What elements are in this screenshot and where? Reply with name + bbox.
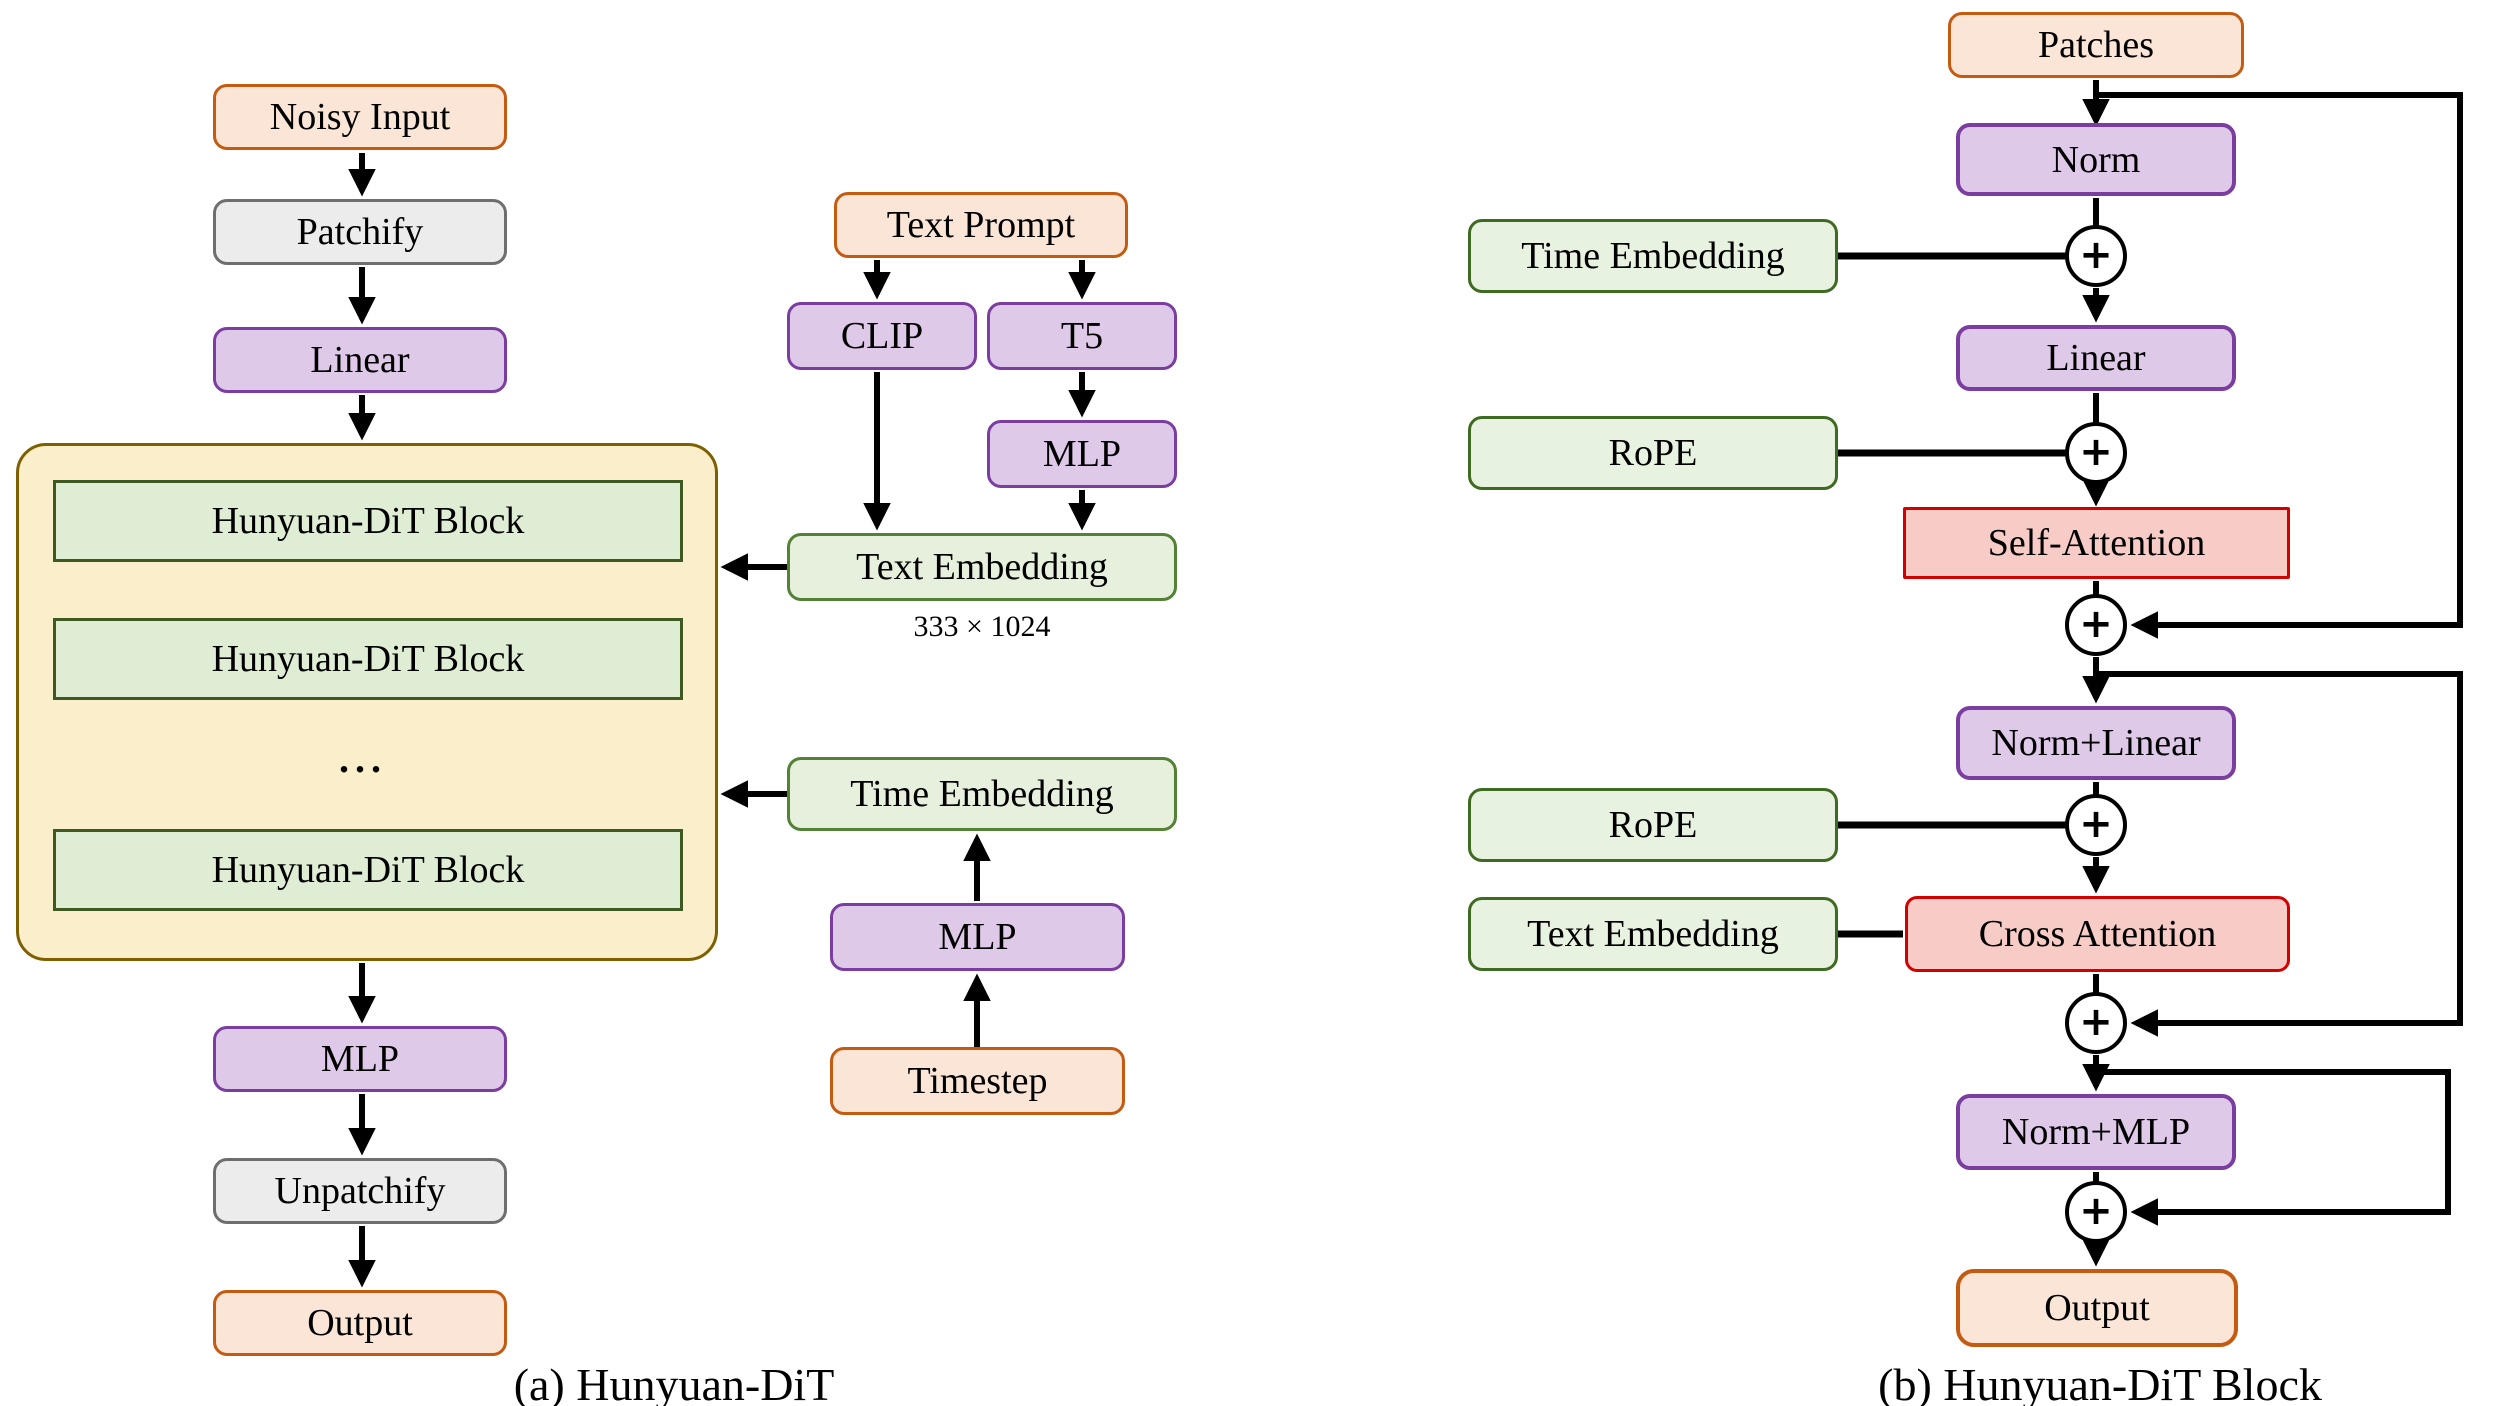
node-unpatchify: Unpatchify [213,1158,507,1224]
node-mlp-time: MLP [830,903,1125,971]
node-text-prompt: Text Prompt [834,192,1128,258]
sum-node-2: + [2065,422,2127,484]
text-embedding-shape-label: 333 × 1024 [913,610,1051,643]
node-norm: Norm [1956,123,2236,196]
node-self-attention: Self-Attention [1903,507,2290,579]
node-linear-a: Linear [213,327,507,393]
node-dit-block-2: Hunyuan-DiT Block [53,618,683,700]
caption-a: (a) Hunyuan-DiT [513,1359,835,1406]
node-text-embedding-a: Text Embedding [787,533,1177,601]
node-timestep: Timestep [830,1047,1125,1115]
node-mlp-out-a: MLP [213,1026,507,1092]
skip-patches-to-sum3 [2096,92,2463,639]
sum-node-3: + [2065,594,2127,656]
caption-b: (b) Hunyuan-DiT Block [1878,1359,2322,1406]
node-norm-mlp: Norm+MLP [1956,1094,2236,1170]
node-text-embedding-b: Text Embedding [1468,897,1838,971]
sum-node-1: + [2065,225,2127,287]
skip-sum3-to-sum5 [2096,671,2463,1037]
node-rope-2: RoPE [1468,788,1838,862]
node-clip: CLIP [787,302,977,370]
node-time-embedding-b: Time Embedding [1468,219,1838,293]
node-t5: T5 [987,302,1177,370]
stack-ellipsis: ... [339,736,387,781]
sum-node-6: + [2065,1181,2127,1243]
node-linear-b: Linear [1956,325,2236,391]
node-patches: Patches [1948,12,2244,78]
node-time-embedding-a: Time Embedding [787,757,1177,831]
skip-sum5-to-sum6 [2096,1069,2451,1226]
node-noisy-input: Noisy Input [213,84,507,150]
node-output-b: Output [1956,1269,2238,1347]
node-cross-attention: Cross Attention [1905,896,2290,972]
node-patchify: Patchify [213,199,507,265]
node-output-a: Output [213,1290,507,1356]
node-mlp-text: MLP [987,420,1177,488]
node-norm-linear: Norm+Linear [1956,706,2236,780]
node-dit-block-1: Hunyuan-DiT Block [53,480,683,562]
node-dit-block-3: Hunyuan-DiT Block [53,829,683,911]
node-rope-1: RoPE [1468,416,1838,490]
sum-node-5: + [2065,992,2127,1054]
sum-node-4: + [2065,794,2127,856]
